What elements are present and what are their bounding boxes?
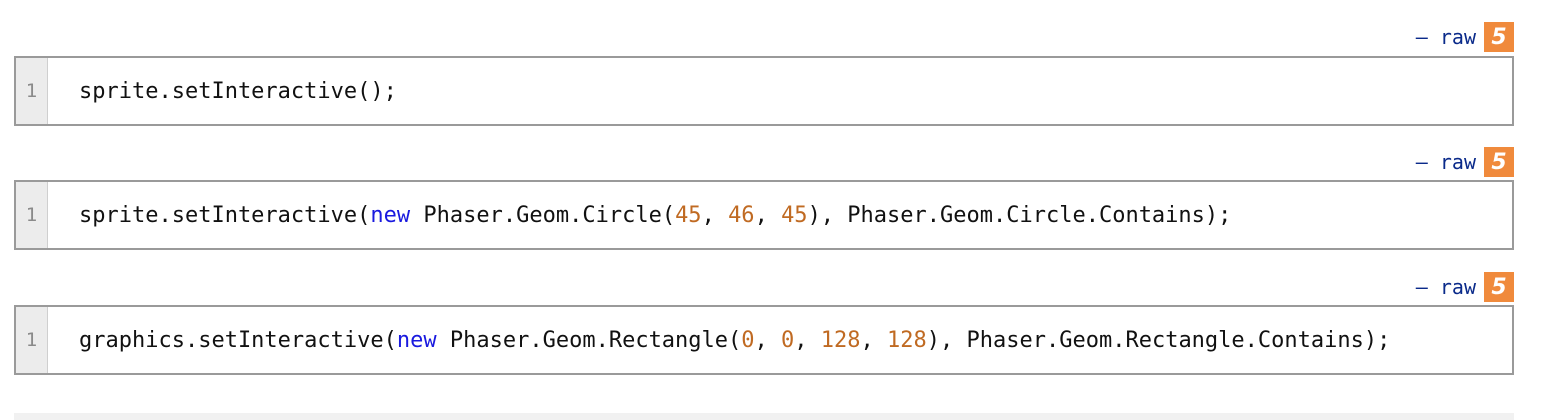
code-token: new [370,202,411,228]
code-token: , [701,202,729,228]
code-token: sprite.setInteractive(); [79,78,397,104]
raw-bar: – raw 5 [1416,272,1514,302]
raw-link[interactable]: – raw [1415,25,1476,49]
code-token: , [794,327,821,353]
code-snippet-1: – raw 5 1 sprite.setInteractive(); [14,22,1514,126]
code-token: 45 [675,202,702,228]
code-token: 46 [728,202,755,228]
raw-link[interactable]: – raw [1415,275,1476,299]
code-token: ), Phaser.Geom.Circle.Contains); [807,202,1232,228]
code-token: 128 [820,327,861,353]
code-line: sprite.setInteractive(new Phaser.Geom.Ci… [48,182,1231,248]
code-token: , [754,327,782,353]
code-token: Phaser.Geom.Circle( [410,202,676,228]
code-token: , [754,202,782,228]
raw-link[interactable]: – raw [1415,150,1476,174]
code-token: 45 [781,202,808,228]
code-box: 1 sprite.setInteractive(); [14,56,1514,126]
code-token: Phaser.Geom.Rectangle( [436,327,742,353]
line-number: 1 [16,182,48,248]
code-token: , [860,327,888,353]
raw-bar: – raw 5 [1416,22,1514,52]
code-box: 1 sprite.setInteractive(new Phaser.Geom.… [14,180,1514,250]
code-token: 128 [887,327,927,353]
code-line: sprite.setInteractive(); [48,58,397,124]
raw-bar: – raw 5 [1416,147,1514,177]
code-token: new [396,327,437,353]
line-number: 1 [16,307,48,373]
code-token: 0 [741,327,755,353]
code-snippet-2: – raw 5 1 sprite.setInteractive(new Phas… [14,147,1514,251]
code-box: 1 graphics.setInteractive(new Phaser.Geo… [14,305,1514,375]
line-number: 1 [16,58,48,124]
s-badge-icon[interactable]: 5 [1484,22,1514,52]
divider [14,413,1514,420]
code-snippet-3: – raw 5 1 graphics.setInteractive(new Ph… [14,272,1514,376]
code-token: sprite.setInteractive( [79,202,371,228]
code-token: graphics.setInteractive( [79,327,397,353]
s-badge-icon[interactable]: 5 [1484,272,1514,302]
code-token: 0 [781,327,795,353]
code-line: graphics.setInteractive(new Phaser.Geom.… [48,307,1390,373]
code-token: ), Phaser.Geom.Rectangle.Contains); [926,327,1391,353]
s-badge-icon[interactable]: 5 [1484,147,1514,177]
